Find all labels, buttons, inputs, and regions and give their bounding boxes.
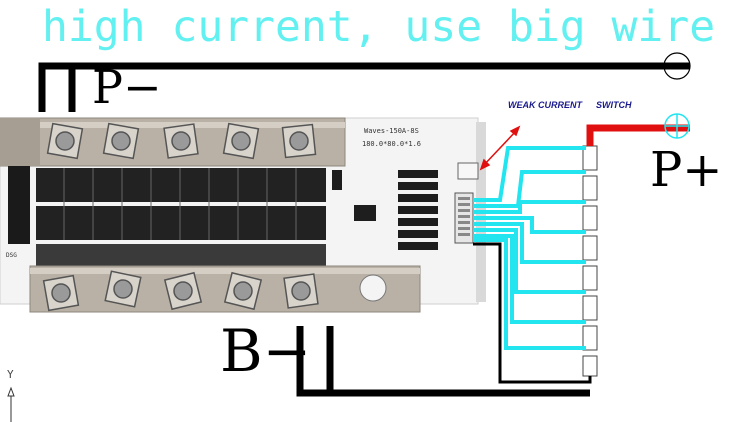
screws-top xyxy=(46,122,317,160)
bms-board xyxy=(0,117,486,313)
b-minus-wire xyxy=(296,326,590,397)
switch-connector xyxy=(457,162,479,180)
b-minus-label: B− xyxy=(220,317,312,385)
board-size-text: 180.0*80.0*1.6 xyxy=(362,140,422,148)
mosfet-array xyxy=(8,166,326,268)
axis-y-label: Y xyxy=(7,368,14,381)
screws-bottom xyxy=(42,270,319,312)
battery-cells xyxy=(582,145,598,377)
weak-current-label: WEAK CURRENT xyxy=(508,100,582,110)
dsg-silkscreen: DSG xyxy=(6,252,17,259)
switch-label: SWITCH xyxy=(596,100,632,110)
busbar-bottom xyxy=(29,265,421,313)
weak-current-arrow xyxy=(479,125,521,171)
control-components xyxy=(332,170,438,250)
axis-marker xyxy=(7,386,15,422)
p-plus-label: P+ xyxy=(650,142,723,198)
p-minus-terminal xyxy=(663,52,691,80)
balance-connector-pins xyxy=(458,197,470,236)
balance-wire-b-minus xyxy=(473,242,592,384)
board-model-text: Waves-150A-8S xyxy=(364,127,419,135)
balance-wires xyxy=(473,146,586,350)
instruction-title: high current, use big wire xyxy=(42,2,716,52)
p-minus-label: P− xyxy=(92,60,162,114)
p-plus-wire xyxy=(586,124,690,146)
p-minus-wire xyxy=(38,62,690,112)
